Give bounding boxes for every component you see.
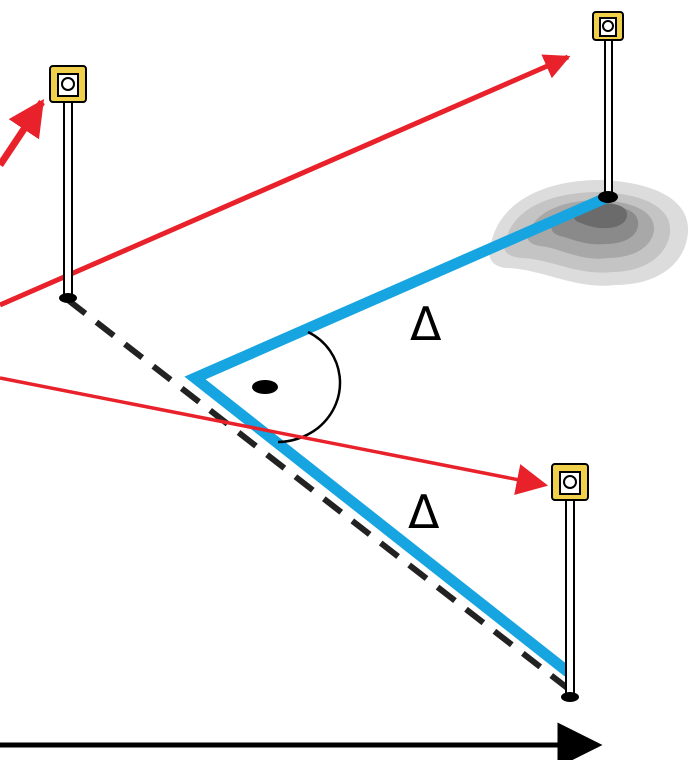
right-angle-dot (252, 380, 278, 394)
sightline-long (0, 54, 571, 308)
prism-pole-icon (49, 65, 87, 303)
measured-line-blue (184, 191, 611, 677)
delta-label-upper: Δ (410, 297, 442, 351)
sightline-lower (0, 376, 549, 495)
baseline-dashed (66, 297, 572, 693)
delta-label-lower: Δ (408, 485, 440, 539)
prism-pole-icon (592, 11, 624, 203)
prism-pole-icon (551, 463, 589, 702)
right-angle-mark-icon (277, 330, 342, 444)
sightline-upper-left (0, 98, 45, 167)
